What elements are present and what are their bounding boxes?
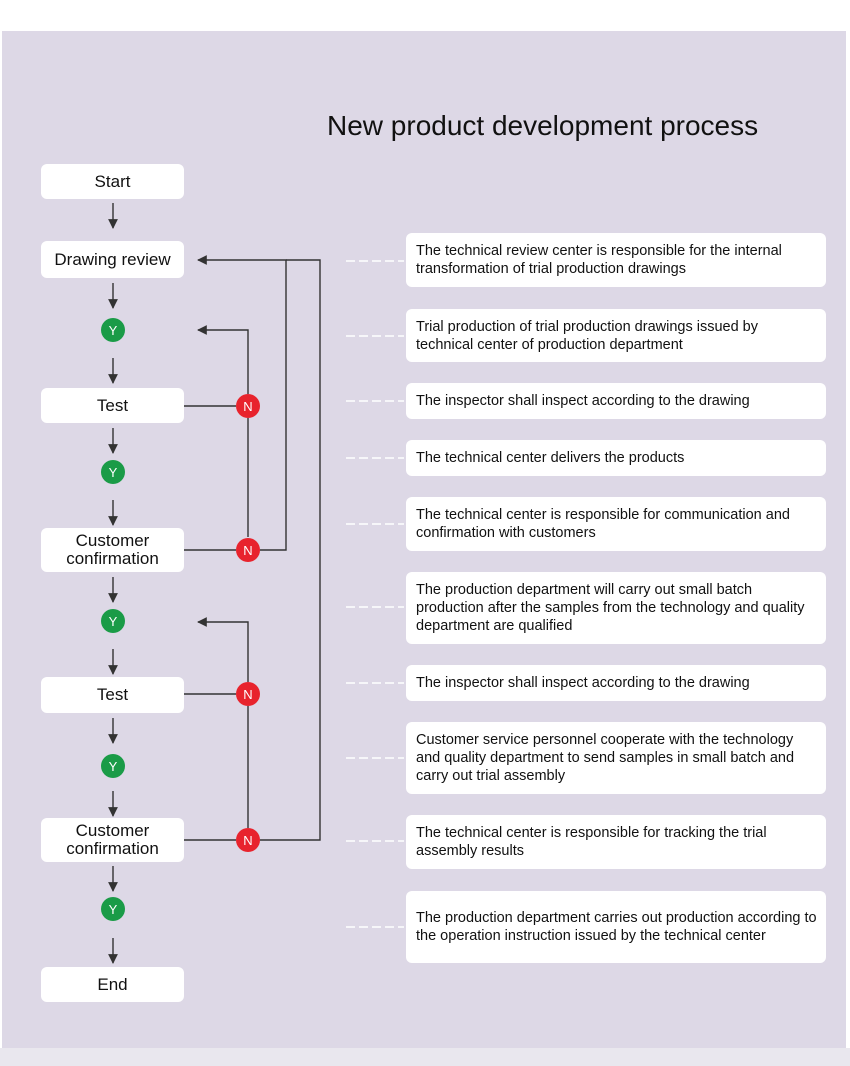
description-text: Trial production of trial production dra… [416,318,758,353]
test-node-2: Test [41,677,184,713]
description-box: Trial production of trial production dra… [406,309,826,362]
yes-node-4: Y [101,754,125,778]
test-label-2: Test [96,685,129,704]
no-node-3: N [236,682,260,706]
description-text: The technical review center is responsib… [416,243,782,277]
test-node-1: Test [41,388,184,423]
no-node-2: N [236,538,260,562]
customer-confirmation-node-2: Customer confirmation [41,818,184,862]
description-text: The inspector shall inspect according to… [416,393,750,409]
drawing-review-node: Drawing review [41,241,184,278]
customer-confirmation-node-1: Customer confirmation [41,528,184,572]
start-label: Start [94,171,131,191]
customer-confirmation-label-1: Customer confirmation [66,531,159,568]
description-box: The inspector shall inspect according to… [406,383,826,419]
description-box: The inspector shall inspect according to… [406,665,826,701]
test-label-1: Test [96,395,129,415]
description-box: The technical center is responsible for … [406,497,826,551]
description-box: The technical center is responsible for … [406,815,826,869]
no-node-1: N [236,394,260,418]
description-text: The technical center is responsible for … [416,507,790,541]
no-node-4: N [236,828,260,852]
description-box: The production department will carry out… [406,572,826,644]
description-box: Customer service personnel cooperate wit… [406,722,826,794]
end-label: End [97,974,128,994]
description-text: The technical center delivers the produc… [416,450,685,466]
description-box: The production department carries out pr… [406,891,826,963]
end-node: End [41,967,184,1002]
yes-node-5: Y [101,897,125,921]
description-text: The production department carries out pr… [416,910,817,944]
description-box: The technical review center is responsib… [406,233,826,287]
start-node: Start [41,164,184,199]
description-box: The technical center delivers the produc… [406,440,826,476]
drawing-review-label: Drawing review [54,249,171,269]
yes-node-2: Y [101,460,125,484]
bottom-bar [0,1048,850,1066]
description-text: The technical center is responsible for … [416,825,767,859]
description-text: The inspector shall inspect according to… [416,675,750,691]
page-title: New product development process [327,110,759,141]
customer-confirmation-label-2: Customer confirmation [66,821,159,858]
description-text: The production department will carry out… [416,582,805,634]
yes-node-1: Y [101,318,125,342]
yes-node-3: Y [101,609,125,633]
description-text: Customer service personnel cooperate wit… [416,732,795,784]
